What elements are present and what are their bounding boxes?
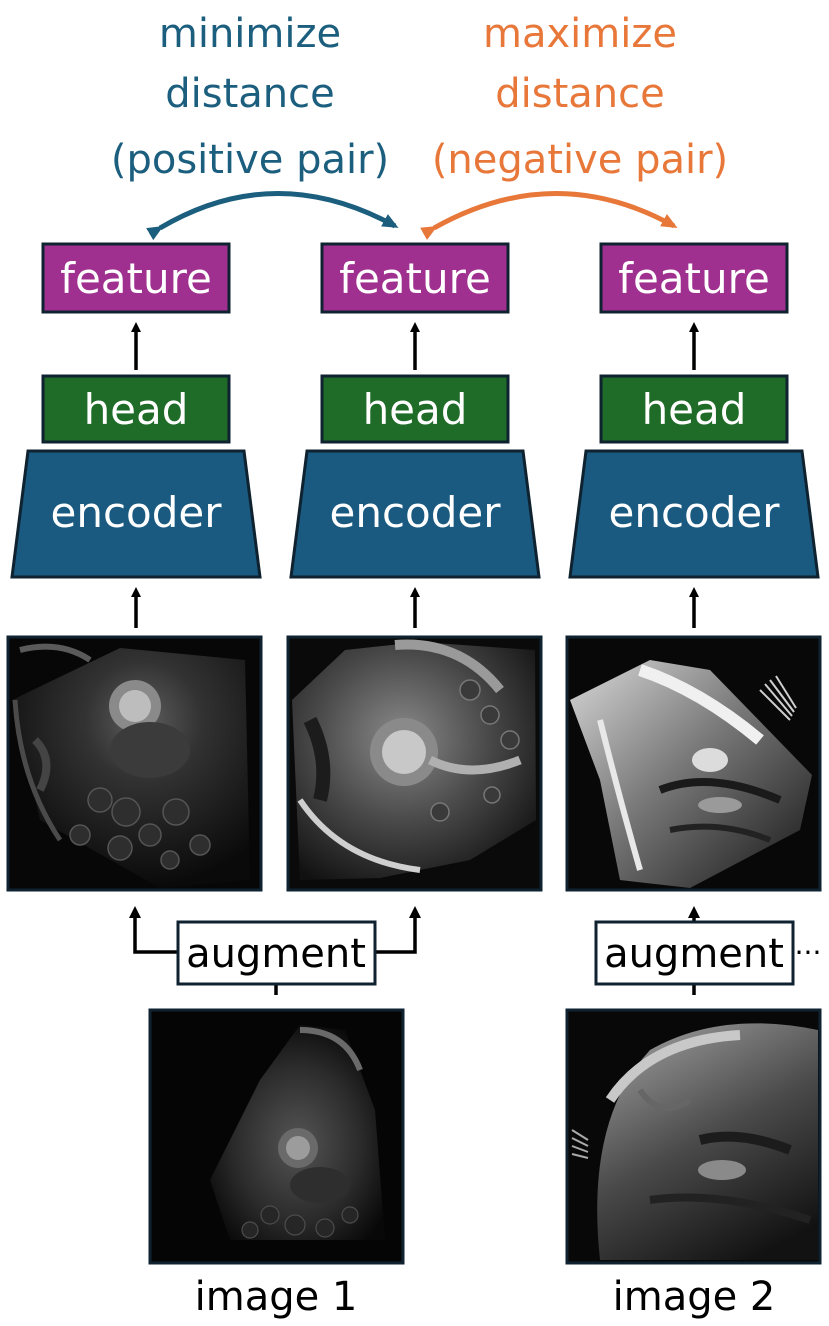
negative-pair-arrow	[420, 191, 678, 240]
feature-label: feature	[339, 254, 491, 303]
source-image-2	[565, 1008, 822, 1265]
augment-ellipsis: ···	[795, 936, 822, 969]
positive-label-line-1: minimize	[159, 11, 341, 57]
augmented-view-1	[6, 635, 263, 892]
head-label: head	[84, 385, 189, 434]
feature-box	[41, 242, 231, 314]
augment-box-1	[176, 920, 377, 986]
negative-label-line-3: (negative pair)	[432, 137, 728, 183]
feature-box	[320, 242, 510, 314]
augmented-view-3	[565, 635, 822, 892]
negative-pair-label: maximize distance (negative pair)	[432, 11, 728, 183]
pipeline-column-1: feature head encoder	[6, 242, 263, 892]
head-box	[320, 374, 510, 444]
encoder-trapezoid	[10, 449, 262, 579]
positive-label-line-2: distance	[165, 71, 335, 117]
image-2-label: image 2	[613, 1274, 776, 1320]
augment-label-1: augment	[186, 931, 366, 977]
encoder-label: encoder	[608, 488, 780, 537]
augment-arrowhead-2	[688, 906, 700, 918]
feature-label: feature	[60, 254, 212, 303]
pipeline-column-2: feature head encoder	[286, 242, 543, 892]
augment-connector-1	[133, 918, 417, 995]
encoder-trapezoid	[289, 449, 541, 579]
source-image-1	[148, 1008, 405, 1265]
negative-label-line-2: distance	[495, 71, 665, 117]
encoder-label: encoder	[50, 488, 222, 537]
positive-label-line-3: (positive pair)	[111, 137, 389, 183]
head-label: head	[363, 385, 468, 434]
feature-label: feature	[618, 254, 770, 303]
image-1-label: image 1	[195, 1274, 358, 1320]
augmented-view-2	[286, 635, 543, 892]
head-label: head	[642, 385, 747, 434]
encoder-trapezoid	[568, 449, 820, 579]
head-box	[41, 374, 231, 444]
positive-pair-label: minimize distance (positive pair)	[111, 11, 389, 183]
head-box	[599, 374, 789, 444]
encoder-label: encoder	[329, 488, 501, 537]
augment-label-2: augment	[604, 931, 784, 977]
pipeline-column-3: feature head encoder	[565, 242, 822, 892]
feature-box	[599, 242, 789, 314]
positive-pair-arrow	[146, 191, 399, 241]
augment-arrowheads-1	[129, 906, 421, 918]
negative-label-line-1: maximize	[483, 11, 677, 57]
augment-box-2	[594, 920, 795, 986]
